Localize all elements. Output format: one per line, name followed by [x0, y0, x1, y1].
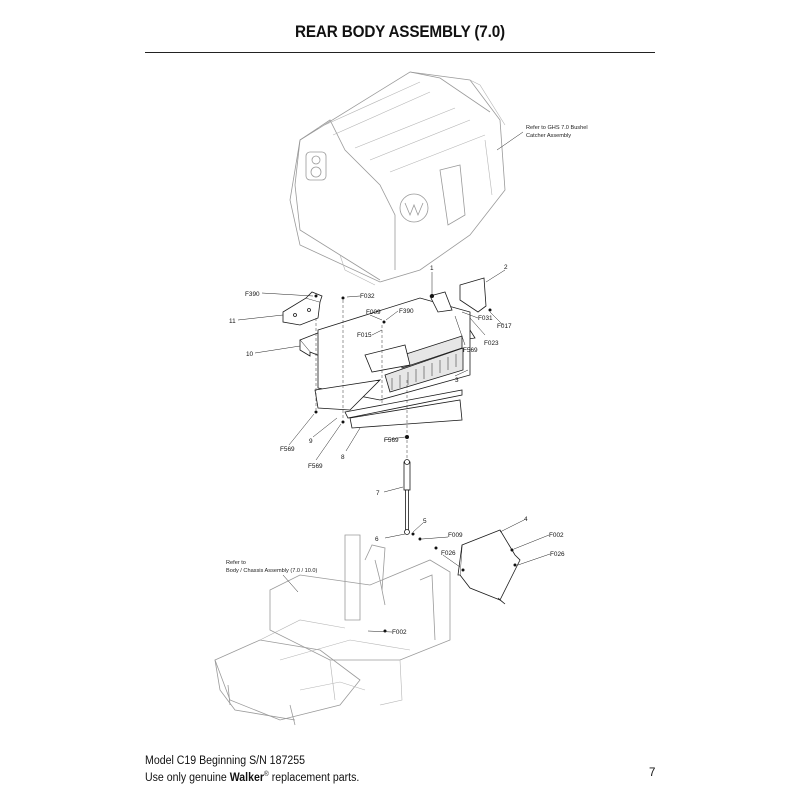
footer-prefix: Use only genuine	[145, 771, 230, 784]
part-4-deflector	[457, 529, 521, 605]
callout-f026: F026	[550, 551, 565, 558]
chassis-frame-outline	[214, 534, 451, 726]
callout-f390: F390	[399, 308, 414, 315]
page-footer: Model C19 Beginning S/N 187255 Use only …	[145, 755, 359, 785]
part-11-bracket	[282, 291, 323, 326]
callout-f026: F026	[441, 550, 456, 557]
part-2-bracket	[459, 277, 487, 313]
callout-5: 5	[423, 518, 427, 525]
callout-f002: F002	[549, 532, 564, 539]
fastener-dots	[314, 294, 517, 633]
callout-11: 11	[229, 318, 236, 325]
parts-8-9-panels	[314, 379, 463, 429]
callout-f009: F009	[366, 309, 381, 316]
callout-f569: F569	[280, 446, 295, 453]
footer-registered: ®	[264, 771, 269, 778]
callout-f023: F023	[484, 340, 499, 347]
ghs-reference-note: Refer to GHS 7.0 Bushel	[526, 125, 588, 131]
chassis-reference-note: Refer to	[226, 560, 246, 566]
footer-parts-line: Use only genuine Walker® replacement par…	[145, 768, 359, 785]
ghs-reference-note: Catcher Assembly	[526, 133, 571, 139]
callout-f015: F015	[357, 332, 372, 339]
callout-f031: F031	[478, 315, 493, 322]
callout-4: 4	[524, 516, 528, 523]
callout-f009: F009	[448, 532, 463, 539]
chassis-reference-note: Body / Chassis Assembly (7.0 / 10.0)	[226, 568, 318, 574]
page-title: REAR BODY ASSEMBLY (7.0)	[295, 22, 505, 41]
callout-6: 6	[375, 536, 379, 543]
grass-catcher-outline	[289, 71, 506, 286]
callout-7: 7	[376, 490, 380, 497]
page-number: 7	[649, 767, 656, 779]
callout-f017: F017	[497, 323, 512, 330]
callout-1: 1	[430, 265, 434, 272]
callout-f390: F390	[245, 291, 260, 298]
part-1-clip	[429, 291, 453, 313]
callout-2: 2	[504, 264, 508, 271]
callout-leaders	[237, 131, 551, 633]
title-rule	[145, 52, 655, 53]
footer-model-line: Model C19 Beginning S/N 187255	[145, 755, 305, 767]
callout-f569: F569	[384, 437, 399, 444]
callout-9: 9	[309, 438, 313, 445]
part-3-rear-panel	[317, 297, 471, 401]
footer-brand: Walker	[229, 771, 265, 784]
callout-f032: F032	[360, 293, 375, 300]
callout-8: 8	[341, 454, 345, 461]
callout-f569: F569	[463, 347, 478, 354]
footer-suffix: replacement parts.	[268, 771, 360, 784]
callout-10: 10	[246, 351, 254, 358]
callout-f569: F569	[308, 463, 323, 470]
callout-f002: F002	[392, 629, 407, 636]
callout-3: 3	[455, 377, 459, 384]
part-7-gas-spring	[403, 459, 411, 535]
